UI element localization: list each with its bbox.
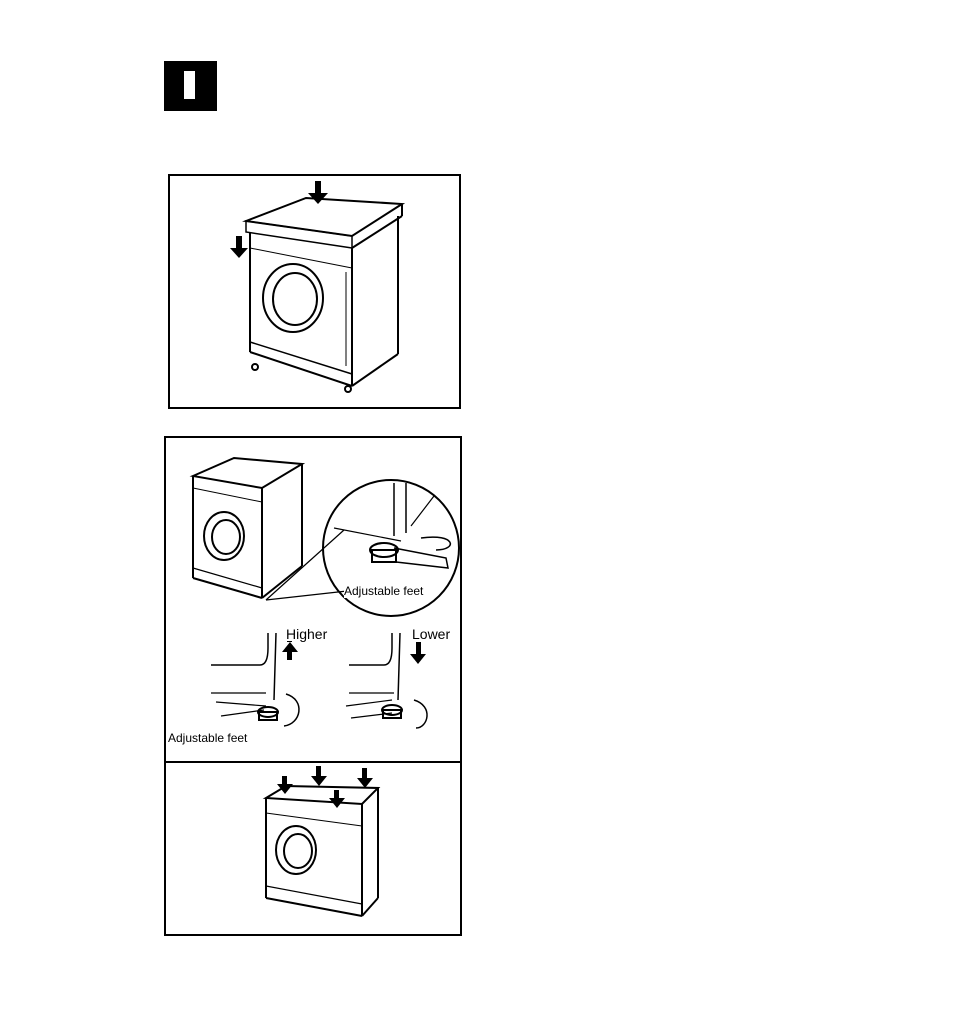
section-marker (164, 61, 217, 111)
down-arrow-icon (277, 632, 426, 808)
lower-label: Lower (412, 628, 450, 641)
adjustable-feet-callout-label: Adjustable feet (344, 585, 423, 598)
figure-middle-panel: Adjustable feet Higher Lower Adjustable … (164, 436, 462, 936)
washer-top-illustration (170, 176, 461, 409)
higher-label: Higher (286, 628, 327, 641)
adjustable-feet-bottom-label: Adjustable feet (168, 732, 247, 745)
section-marker-glyph (184, 71, 195, 99)
figure-top-panel (168, 174, 461, 409)
down-arrow-icon (230, 181, 328, 258)
adjust-feet-illustration (166, 438, 462, 936)
